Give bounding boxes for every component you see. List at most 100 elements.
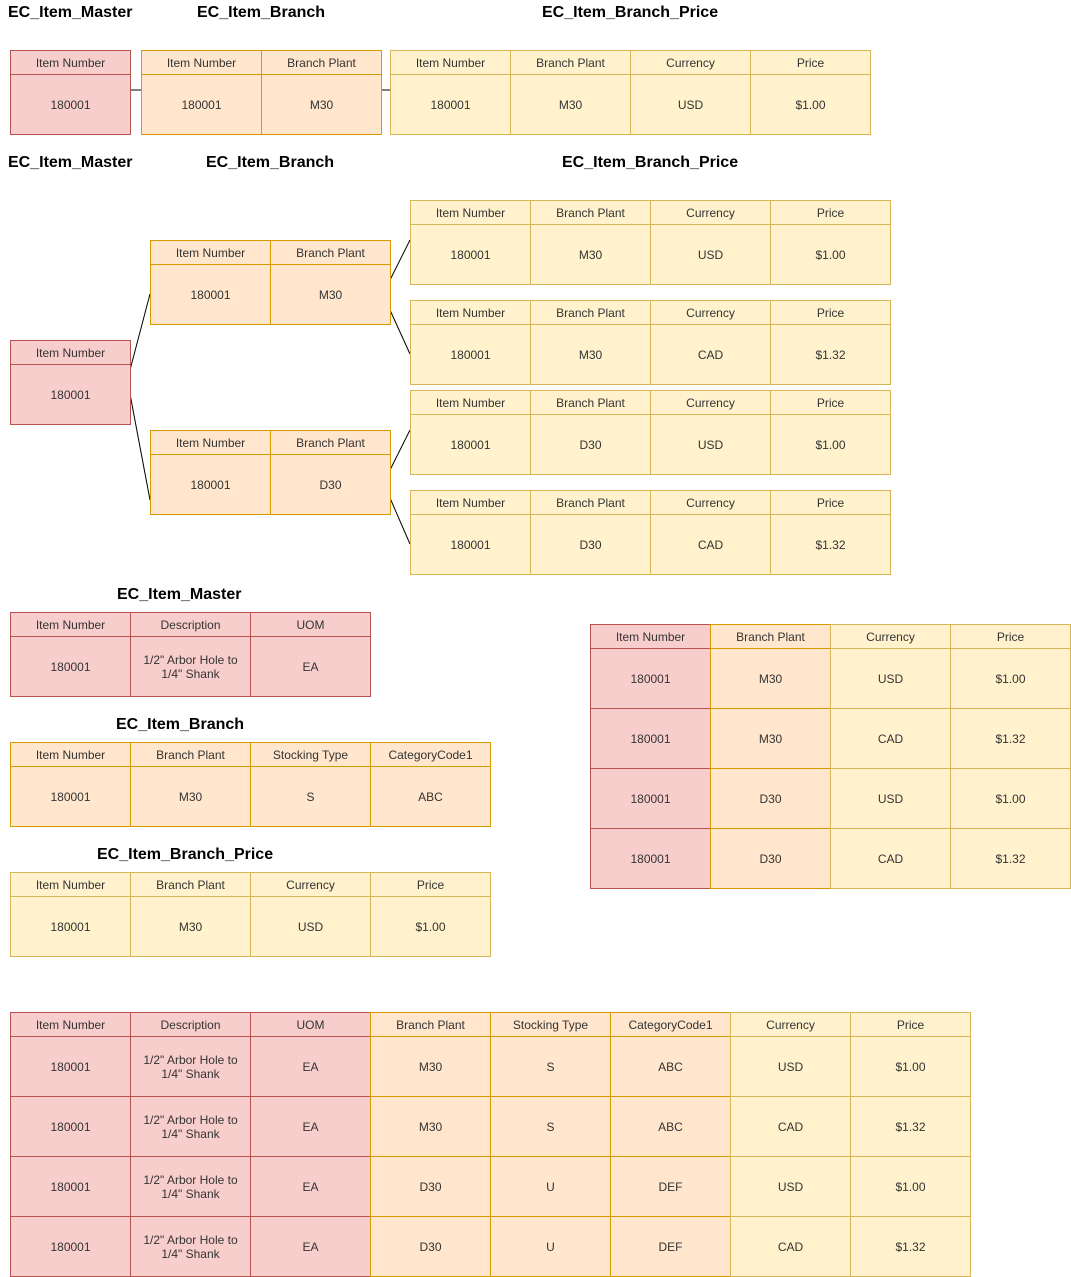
table-cell: M30 [510,74,631,135]
table-cell: 180001 [390,74,511,135]
table-cell: M30 [130,896,251,957]
column-header: Price [770,200,891,225]
table-cell: CAD [830,708,951,769]
table-cell: $1.00 [850,1156,971,1217]
column-header: Item Number [150,240,271,265]
column-header: Branch Plant [530,200,651,225]
table-cell: CAD [650,514,771,575]
column-header: Item Number [410,390,531,415]
table-cell: D30 [530,414,651,475]
column-header: Branch Plant [710,624,831,649]
table-cell: $1.00 [950,648,1071,709]
table-cell: USD [650,224,771,285]
table-cell: 180001 [10,636,131,697]
table-cell: 180001 [590,768,711,829]
table-cell: 180001 [10,1156,131,1217]
column-header: Branch Plant [270,430,391,455]
table-cell: 1/2" Arbor Hole to 1/4" Shank [130,1036,251,1097]
table-cell: M30 [530,224,651,285]
table-cell: M30 [710,708,831,769]
table-cell: 180001 [590,828,711,889]
table-cell: 180001 [10,1216,131,1277]
column-header: Item Number [410,200,531,225]
table-cell: USD [730,1036,851,1097]
title-s2-item-master: EC_Item_Master [8,154,133,171]
table-cell: 180001 [410,414,531,475]
table-cell: ABC [370,766,491,827]
table-cell: $1.00 [770,224,891,285]
table-cell: D30 [710,768,831,829]
table-cell: USD [830,768,951,829]
table-cell: 1/2" Arbor Hole to 1/4" Shank [130,1156,251,1217]
column-header: Branch Plant [510,50,631,75]
table-cell: CAD [730,1216,851,1277]
table-cell: 180001 [410,324,531,385]
column-header: Price [750,50,871,75]
table-cell: DEF [610,1216,731,1277]
column-header: Item Number [10,340,131,365]
table-cell: 180001 [410,224,531,285]
table-cell: USD [250,896,371,957]
table-cell: $1.00 [370,896,491,957]
column-header: Stocking Type [490,1012,611,1037]
table-cell: ABC [610,1036,731,1097]
title-s3-item-branch: EC_Item_Branch [116,716,245,733]
table-cell: M30 [710,648,831,709]
column-header: Description [130,612,251,637]
table-cell: CAD [730,1096,851,1157]
column-header: Price [770,300,891,325]
table-cell: 180001 [10,1036,131,1097]
column-header: Item Number [10,612,131,637]
table-cell: $1.00 [850,1036,971,1097]
table-cell: EA [250,1156,371,1217]
column-header: CategoryCode1 [610,1012,731,1037]
connector-line [389,239,411,281]
column-header: Branch Plant [130,872,251,897]
column-header: Branch Plant [370,1012,491,1037]
table-cell: $1.32 [770,514,891,575]
table-cell: USD [730,1156,851,1217]
table-cell: 180001 [590,708,711,769]
column-header: Currency [650,300,771,325]
column-header: Item Number [141,50,262,75]
table-cell: USD [830,648,951,709]
column-header: Currency [830,624,951,649]
table-cell: 180001 [10,74,131,135]
table-cell: EA [250,636,371,697]
table-cell: S [490,1036,611,1097]
table-cell: $1.32 [950,828,1071,889]
table-cell: D30 [530,514,651,575]
column-header: Price [770,390,891,415]
table-cell: 180001 [150,264,271,325]
column-header: Item Number [390,50,511,75]
column-header: Item Number [150,430,271,455]
table-cell: M30 [370,1036,491,1097]
table-cell: M30 [270,264,391,325]
connector-line [129,393,151,501]
table-cell: D30 [370,1216,491,1277]
title-s3-item-master: EC_Item_Master [117,586,242,603]
table-cell: EA [250,1216,371,1277]
table-cell: 180001 [410,514,531,575]
table-cell: DEF [610,1156,731,1217]
column-header: Item Number [10,1012,131,1037]
table-cell: $1.32 [770,324,891,385]
column-header: Price [770,490,891,515]
connector-line [389,309,411,355]
column-header: Branch Plant [270,240,391,265]
column-header: Item Number [410,300,531,325]
table-cell: 180001 [150,454,271,515]
table-cell: EA [250,1096,371,1157]
title-s1-item-branch: EC_Item_Branch [197,4,326,21]
column-header: Branch Plant [530,390,651,415]
column-header: Branch Plant [130,742,251,767]
column-header: Price [950,624,1071,649]
table-cell: EA [250,1036,371,1097]
table-cell: D30 [370,1156,491,1217]
column-header: Item Number [410,490,531,515]
column-header: Stocking Type [250,742,371,767]
column-header: Currency [250,872,371,897]
connector-line [129,293,151,371]
